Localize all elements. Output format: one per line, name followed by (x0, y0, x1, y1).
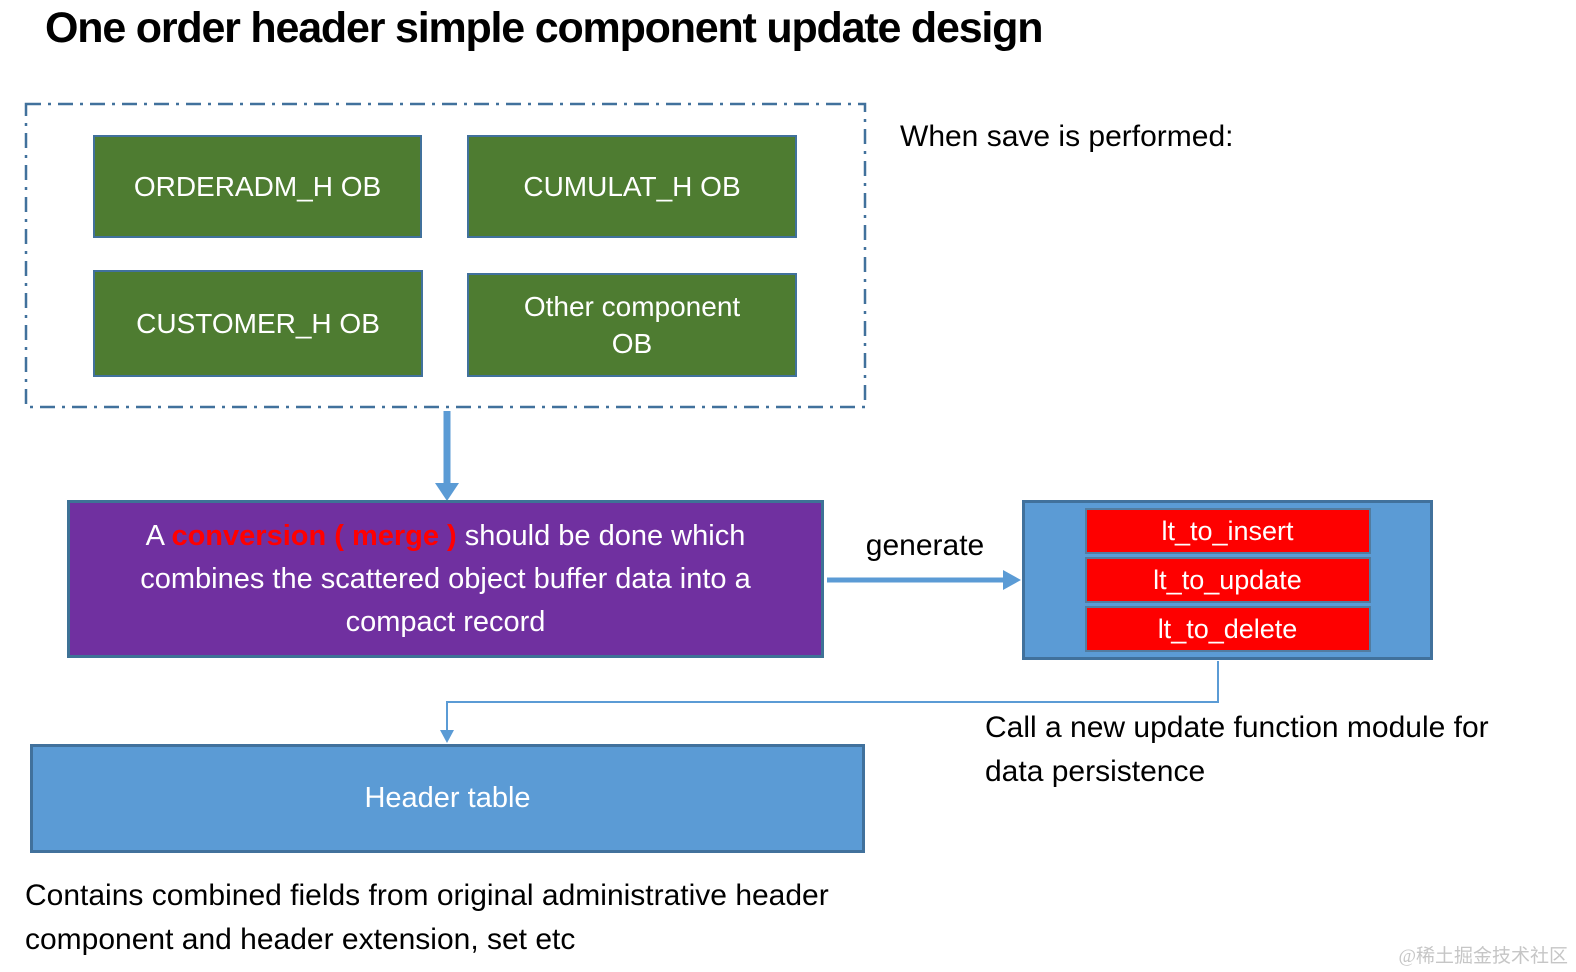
conversion-text-prefix: A (145, 519, 172, 552)
buffer-box-label: Other component OB (523, 291, 741, 359)
table-label: lt_to_delete (1157, 613, 1298, 644)
table-lt-to-insert: lt_to_insert (1084, 508, 1371, 554)
conversion-text-suffix: should be done which combines the scatte… (140, 519, 751, 638)
conversion-text-highlight: conversion ( merge ) (171, 519, 457, 552)
generated-tables-container: lt_to_insert lt_to_update lt_to_delete (1022, 500, 1433, 660)
page-title: One order header simple component update… (45, 4, 1043, 52)
buffer-box-label: CUMULAT_H OB (523, 171, 741, 202)
conversion-text: A conversion ( merge ) should be done wh… (96, 515, 795, 644)
table-label: lt_to_insert (1161, 515, 1294, 546)
watermark: @稀土掘金技术社区 (1398, 946, 1569, 967)
arrow-generate-icon (827, 570, 1021, 590)
table-label: lt_to_update (1153, 564, 1302, 595)
conversion-box: A conversion ( merge ) should be done wh… (67, 500, 824, 658)
table-lt-to-update: lt_to_update (1084, 557, 1371, 603)
header-table-box: Header table (30, 744, 865, 853)
when-save-note: When save is performed: (900, 120, 1234, 153)
generate-label: generate (865, 529, 985, 562)
buffer-box-customer-h: CUSTOMER_H OB (93, 270, 423, 377)
buffer-box-orderadm-h: ORDERADM_H OB (93, 135, 422, 238)
header-table-description: Contains combined fields from original a… (25, 879, 829, 956)
table-lt-to-delete: lt_to_delete (1084, 606, 1371, 652)
buffer-box-cumulat-h: CUMULAT_H OB (467, 135, 797, 238)
buffer-box-label: CUSTOMER_H OB (136, 308, 380, 339)
buffer-box-other-component: Other component OB (467, 273, 797, 377)
buffer-box-label: ORDERADM_H OB (133, 171, 382, 202)
call-update-function-note: Call a new update function module for da… (985, 711, 1489, 788)
arrow-buffers-to-conversion-icon (435, 411, 459, 501)
header-table-label: Header table (364, 782, 531, 814)
